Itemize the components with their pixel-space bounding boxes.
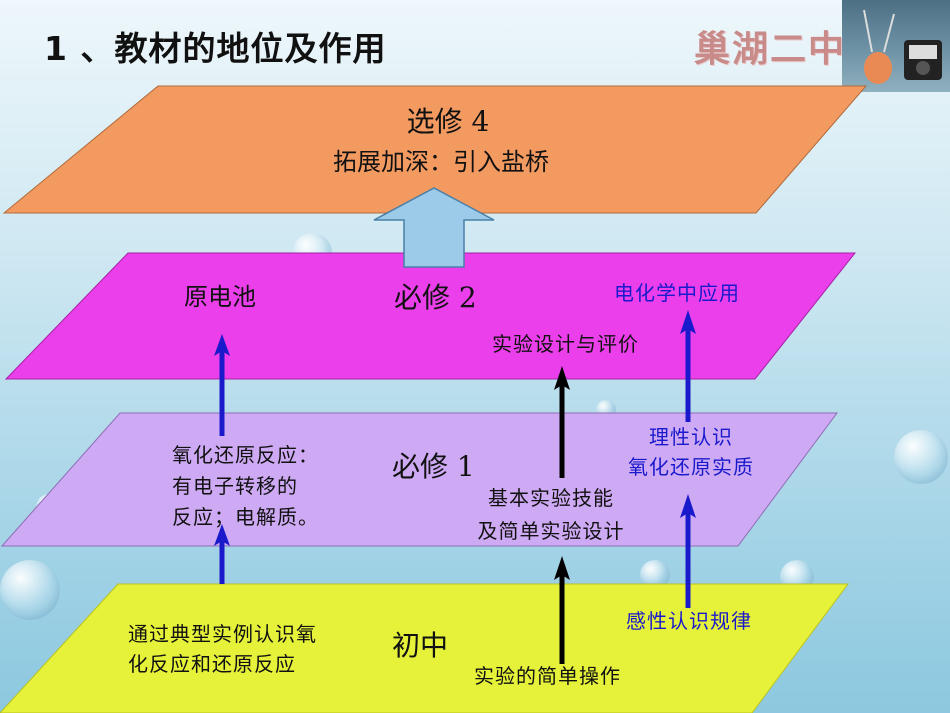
text-line: 有电子转移的	[172, 474, 298, 498]
arrowhead	[680, 494, 696, 518]
arrowhead	[680, 310, 696, 334]
text-line: 氧化还原反应：	[172, 443, 319, 467]
text-line: 反应；电解质。	[172, 505, 319, 529]
layer-xuanxiu4	[2, 85, 868, 214]
lab-equipment-icon	[863, 9, 942, 84]
label-shiyan-caozuo: 实验的简单操作	[474, 664, 621, 688]
layer-name-xuanxiu4: 选修 4	[406, 105, 490, 138]
layer-name-chuzhong: 初中	[392, 629, 449, 662]
label-ganxing: 感性认识规律	[626, 609, 752, 633]
text-line: 基本实验技能	[488, 486, 614, 510]
text-line: 理性认识	[649, 425, 733, 449]
lab-equipment-photo	[842, 0, 950, 92]
slide-title: 1 、教材的地位及作用	[44, 29, 387, 68]
label-jiben-shiyan: 基本实验技能 及简单实验设计	[456, 482, 646, 548]
bubble-decoration	[0, 560, 60, 620]
layer-bixiu2	[4, 252, 857, 380]
text-line: 通过典型实例认识氧	[128, 622, 317, 646]
arrowhead	[554, 366, 570, 390]
xuanxiu4-subtitle: 拓展加深：引入盐桥	[333, 148, 549, 176]
layer-chuzhong	[0, 583, 849, 713]
layer-bixiu1	[0, 412, 838, 547]
label-yanghuahuanyuan: 氧化还原反应： 有电子转移的 反应；电解质。	[172, 440, 319, 533]
layer-name-bixiu1: 必修 1	[392, 450, 475, 483]
layer-name-bixiu2: 必修 2	[394, 281, 477, 314]
label-shiyan-sheji: 实验设计与评价	[492, 332, 639, 356]
label-tongguo: 通过典型实例认识氧 化反应和还原反应	[128, 619, 317, 679]
label-yuandianchi: 原电池	[184, 283, 256, 311]
bubble-decoration	[894, 430, 948, 484]
arrowhead	[554, 556, 570, 580]
label-dianhuaxue: 电化学中应用	[614, 281, 740, 305]
text-line: 及简单实验设计	[477, 519, 625, 543]
up-arrow-large	[373, 187, 495, 268]
arrowhead	[214, 334, 230, 356]
text-line: 化反应和还原反应	[128, 652, 296, 676]
label-lixing: 理性认识 氧化还原实质	[596, 422, 786, 482]
school-logo: 巢湖二中	[694, 29, 847, 70]
text-line: 氧化还原实质	[628, 455, 754, 479]
arrowhead	[214, 524, 230, 546]
